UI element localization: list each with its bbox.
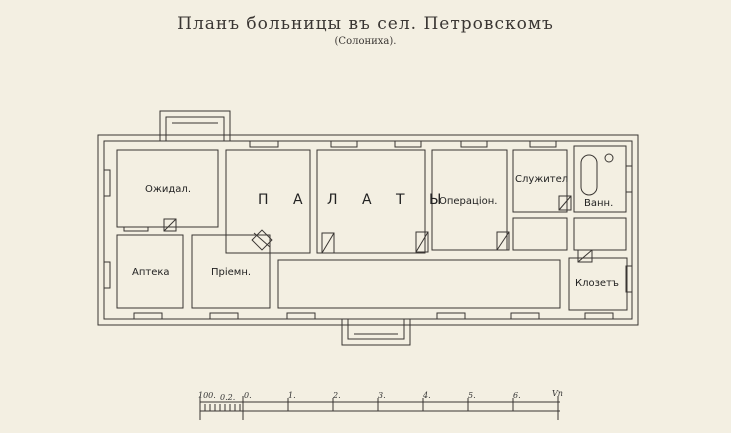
scale-bar <box>199 396 560 420</box>
corridor <box>277 259 561 309</box>
room-pharmacy <box>116 234 184 309</box>
label-pharmacy: Аптека <box>132 267 170 278</box>
label-operating: Операціон. <box>439 195 497 207</box>
scale-labels: 100. 0.2. 0. 1. 2. 3. 4. 5. 6. Vn <box>198 389 563 402</box>
scale-label-6: 6. <box>513 391 521 400</box>
plan-title: Планъ больницы въ сел. Петровскомъ <box>177 14 554 34</box>
stove-mark <box>123 226 149 232</box>
scale-label-0: 0. <box>244 391 252 400</box>
room-closet <box>568 257 628 311</box>
doors <box>163 195 593 263</box>
room-ward-2 <box>316 149 426 254</box>
top-porch <box>159 110 231 142</box>
label-waiting: Ожидал. <box>145 184 191 195</box>
room-servants <box>512 149 568 213</box>
bottom-porch <box>341 318 411 346</box>
label-closet: Клозетъ <box>575 278 619 289</box>
room-ward-1 <box>225 149 311 254</box>
scale-label-1: 1. <box>288 391 296 400</box>
label-wards: П А Л А Т Ы <box>258 192 451 208</box>
bathtub <box>580 154 598 196</box>
scale-label-2: 2. <box>332 391 341 400</box>
windows-top <box>249 140 557 148</box>
bath-stove <box>604 153 614 163</box>
label-servants: Служител <box>515 174 568 185</box>
room-small-2 <box>573 217 627 251</box>
scale-label-4: 4. <box>422 391 431 400</box>
room-reception <box>191 234 271 309</box>
windows-side <box>103 165 633 293</box>
label-reception: Пріемн. <box>211 266 251 278</box>
scale-label-100: 100. <box>198 391 216 400</box>
outer-wall <box>97 134 639 326</box>
room-small-1 <box>512 217 568 251</box>
plan-subtitle: (Солониха). <box>334 36 397 47</box>
scale-label-unit: Vn <box>552 389 563 398</box>
scale-label-3: 3. <box>378 391 386 400</box>
room-operating <box>431 149 508 251</box>
label-bath: Ванн. <box>584 198 613 209</box>
scale-label-5: 5. <box>468 391 476 400</box>
windows-bottom <box>133 312 614 320</box>
scale-label-02: 0.2. <box>220 393 235 402</box>
